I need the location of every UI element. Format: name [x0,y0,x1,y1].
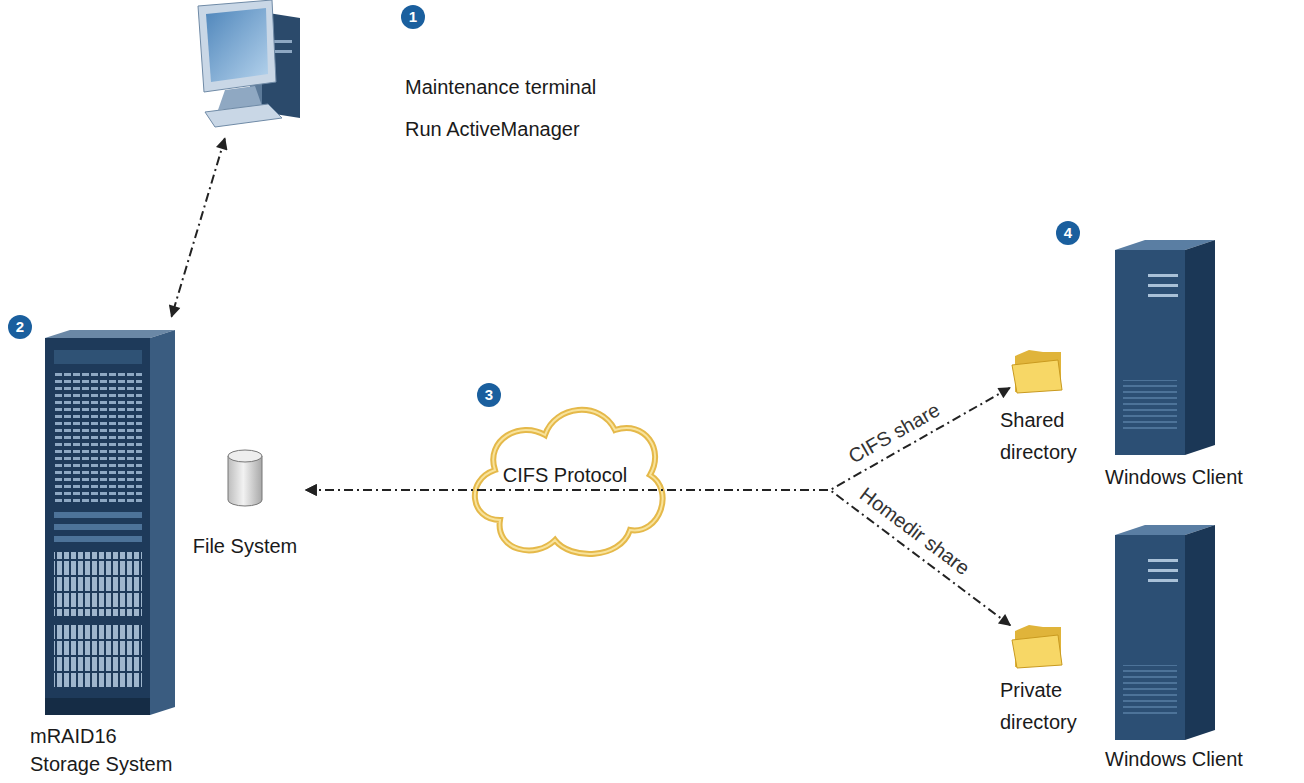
node-label: Storage System [30,753,172,776]
node-label: Windows Client [1105,466,1243,489]
edge-label: CIFS share [842,397,946,469]
storage-rack [45,330,175,715]
server-node: Windows Client [1115,240,1215,455]
server-icon [1115,525,1215,740]
node-label: File System [170,535,320,558]
dashed-connector [306,388,1010,490]
server-node: Windows Client [1115,525,1215,740]
dashed-connector [172,138,225,316]
folder-node: Private directory [1015,625,1062,668]
folder-icon [1012,625,1062,668]
filesystem-node: File System [190,445,300,535]
node-label: Private directory [1000,674,1100,738]
node-label: Windows Client [1105,748,1243,771]
node-label: mRAID16 [30,725,117,748]
callout-number: 3 [477,383,501,407]
node-label: Maintenance terminal [405,76,596,99]
folder-node: Shared directory [1015,350,1062,393]
terminal-icon [198,0,300,127]
callout-number: 2 [8,315,32,339]
callout-number: 1 [401,5,425,29]
server-icon [1115,240,1215,455]
callout-number: 4 [1056,221,1080,245]
node-label: Shared directory [1000,404,1100,468]
cloud-node: CIFS Protocol [470,400,660,560]
node-label: Run ActiveManager [405,118,580,141]
terminal-node: Maintenance terminalRun ActiveManager [195,0,300,125]
database-cylinder [228,450,262,506]
edge-label: Homedir share [853,481,976,581]
storage-node: mRAID16Storage System [45,330,175,715]
network-cloud [475,410,663,554]
folder-icon [1012,350,1062,393]
node-label: CIFS Protocol [499,464,631,487]
